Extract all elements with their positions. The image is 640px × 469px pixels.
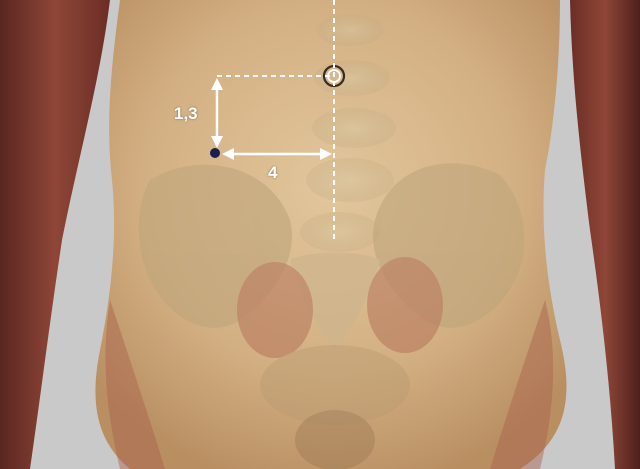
vertical-distance-label: 1,3: [174, 104, 198, 124]
horizontal-distance-label: 4: [268, 163, 277, 183]
dot-icon: [210, 148, 220, 158]
